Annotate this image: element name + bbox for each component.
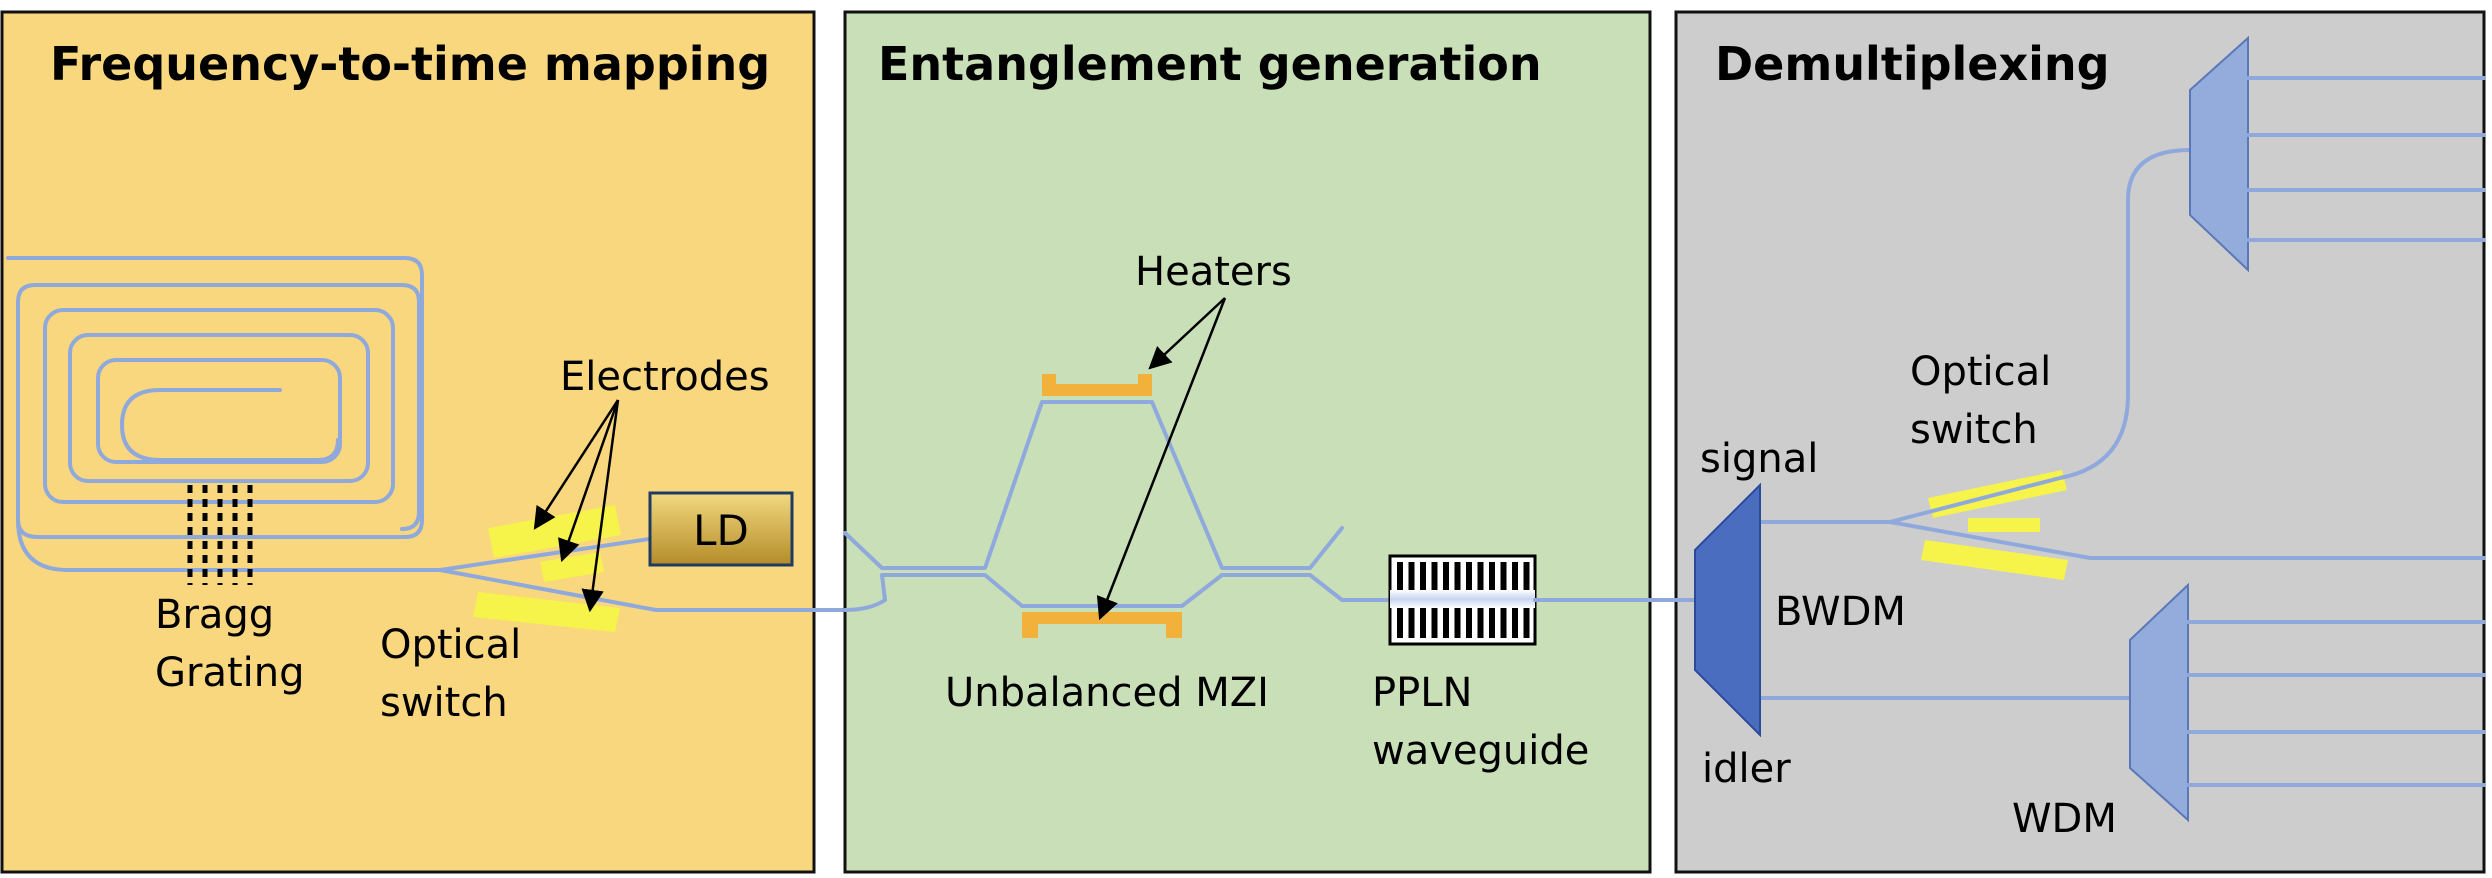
ppln-label-line2: waveguide [1372,728,1589,774]
wdm-bottom [2129,582,2189,823]
panel-frequency-to-time: Frequency-to-time mapping [0,10,887,874]
electrodes-arrow [533,399,620,530]
ld-label: LD [693,506,749,555]
signal-label: signal [1700,436,1818,482]
bwdm-label: BWDM [1775,589,1906,635]
demux-switch-label-line1: Optical [1910,349,2051,395]
bragg-label-line2: Grating [155,650,305,696]
bwdm-filter [1694,482,1761,738]
optical-switch-label-line2: switch [380,680,508,726]
wdm-label: WDM [2012,796,2117,842]
bragg-grating [187,485,253,585]
electrodes-label: Electrodes [560,354,770,400]
spiral-delay-line [6,256,434,572]
heaters-arrow [1096,297,1227,621]
signal-waveguide-lower [1888,520,2486,560]
wdm-bottom-outputs [2186,620,2486,787]
optical-switch-label-line1: Optical [380,622,521,668]
laser-diode: LD [648,491,794,567]
electrodes-arrow [581,399,620,613]
electrodes-arrow [558,399,620,563]
wdm-top [2189,35,2249,273]
panel-title: Entanglement generation [878,37,1542,91]
panel-entanglement-generation: Entanglement generation Heaters Unbalanc… [843,10,1652,874]
wdm-top-outputs [2246,76,2486,242]
mzi-label: Unbalanced MZI [945,670,1269,716]
panel-demultiplexing-background [1674,10,2486,874]
bragg-label-line1: Bragg [155,592,274,638]
panel-title: Frequency-to-time mapping [50,37,770,91]
demux-switch-label-line2: switch [1910,407,2038,453]
panel-title: Demultiplexing [1715,37,2110,91]
ppln-waveguide [1388,554,1537,646]
panel-entanglement-background [843,10,1652,874]
heaters-label: Heaters [1135,249,1292,295]
panel-demultiplexing: Demultiplexing Op [1533,10,2486,874]
panel-frequency-to-time-background [0,10,816,874]
ppln-label-line1: PPLN [1372,670,1472,716]
optical-switch-electrodes [473,505,621,632]
signal-waveguide [1758,148,2192,524]
heaters-arrow [1148,297,1226,370]
heater-top [1042,374,1152,396]
unbalanced-mzi [843,400,1397,612]
idler-label: idler [1702,746,1791,792]
